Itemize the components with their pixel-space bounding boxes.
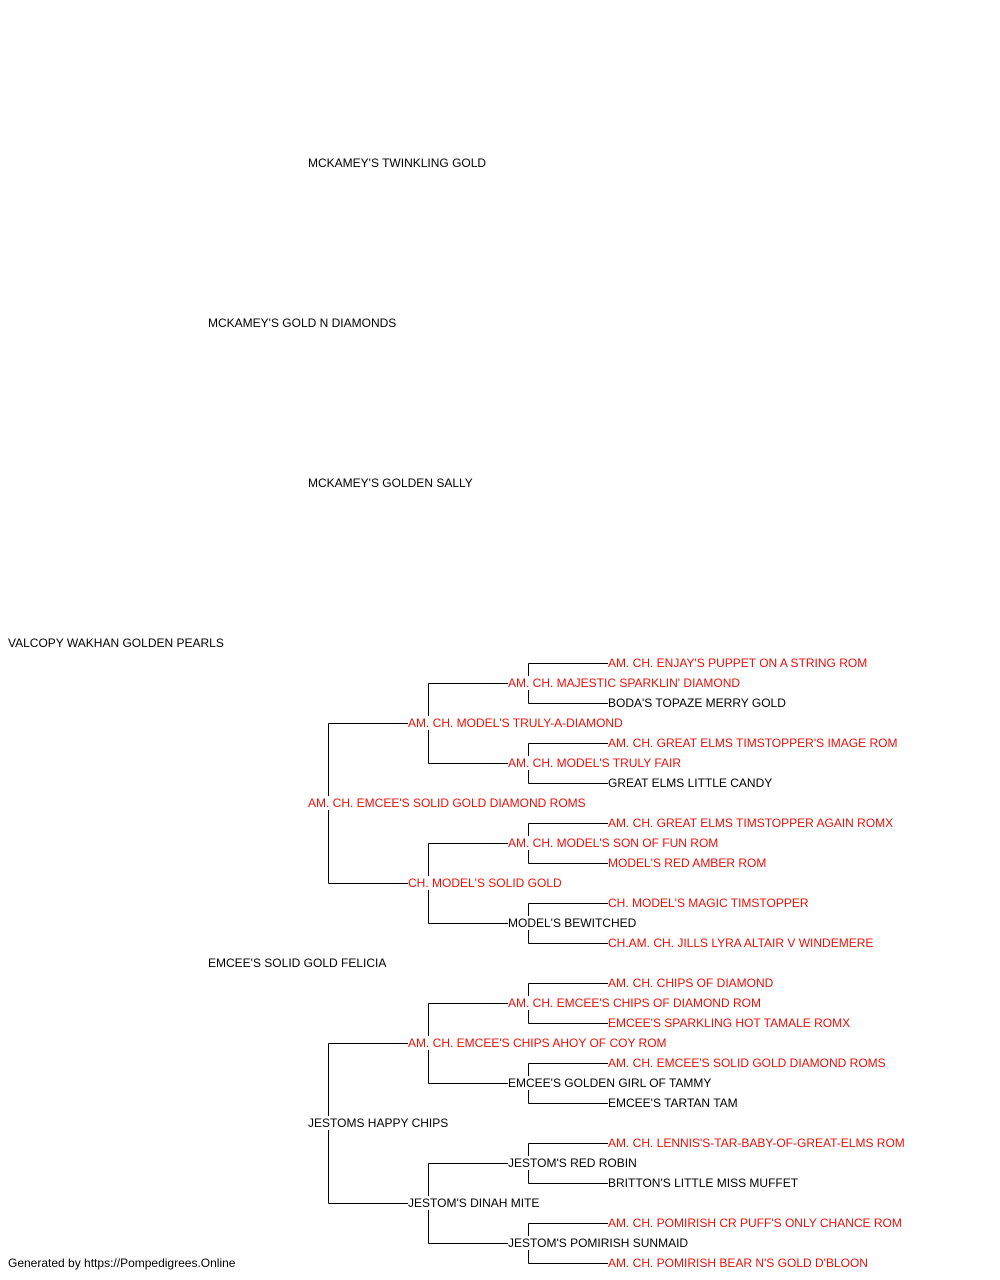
pedigree-entry-dsss: AM. CH. MAJESTIC SPARKLIN' DIAMOND bbox=[508, 676, 742, 690]
pedigree-entry-dddd: JESTOM'S POMIRISH SUNMAID bbox=[508, 1236, 690, 1250]
pedigree-entry-ddss: AM. CH. EMCEE'S CHIPS OF DIAMOND ROM bbox=[508, 996, 762, 1010]
pedigree-entry-dog: VALCOPY WAKHAN GOLDEN PEARLS bbox=[8, 636, 225, 650]
pedigree-entry-dam: EMCEE'S SOLID GOLD FELICIA bbox=[208, 956, 388, 970]
pedigree-entry-ddds: JESTOM'S RED ROBIN bbox=[508, 1156, 638, 1170]
pedigree-entry-dsdds: CH. MODEL'S MAGIC TIMSTOPPER bbox=[608, 896, 810, 910]
pedigree-entry-dssd: AM. CH. MODEL'S TRULY FAIR bbox=[508, 756, 682, 770]
pedigree-entry-dddds: AM. CH. POMIRISH CR PUFF'S ONLY CHANCE R… bbox=[608, 1216, 903, 1230]
pedigree-entry-sire: MCKAMEY'S GOLD N DIAMONDS bbox=[208, 316, 398, 330]
pedigree-entry-ss: MCKAMEY'S TWINKLING GOLD bbox=[308, 156, 488, 170]
pedigree-entry-dds: AM. CH. EMCEE'S CHIPS AHOY OF COY ROM bbox=[408, 1036, 668, 1050]
pedigree-entry-dss: AM. CH. MODEL'S TRULY-A-DIAMOND bbox=[408, 716, 624, 730]
pedigree-entry-ddssd: EMCEE'S SPARKLING HOT TAMALE ROMX bbox=[608, 1016, 852, 1030]
pedigree-entry-dsds: AM. CH. MODEL'S SON OF FUN ROM bbox=[508, 836, 720, 850]
pedigree-entry-sd: MCKAMEY'S GOLDEN SALLY bbox=[308, 476, 474, 490]
pedigree-entry-dd: JESTOMS HAPPY CHIPS bbox=[308, 1116, 450, 1130]
pedigree-entry-dssss: AM. CH. ENJAY'S PUPPET ON A STRING ROM bbox=[608, 656, 869, 670]
pedigree-entry-dsddd: CH.AM. CH. JILLS LYRA ALTAIR V WINDEMERE bbox=[608, 936, 875, 950]
pedigree-entry-dsdsd: MODEL'S RED AMBER ROM bbox=[608, 856, 768, 870]
pedigree-entry-ddddd: AM. CH. POMIRISH BEAR N'S GOLD D'BLOON bbox=[608, 1256, 869, 1270]
pedigree-entry-dddss: AM. CH. LENNIS'S-TAR-BABY-OF-GREAT-ELMS … bbox=[608, 1136, 906, 1150]
pedigree-entry-ddd: JESTOM'S DINAH MITE bbox=[408, 1196, 541, 1210]
pedigree-entry-ds: AM. CH. EMCEE'S SOLID GOLD DIAMOND ROMS bbox=[308, 796, 587, 810]
pedigree-entry-dsdss: AM. CH. GREAT ELMS TIMSTOPPER AGAIN ROMX bbox=[608, 816, 895, 830]
pedigree-entry-ddsds: AM. CH. EMCEE'S SOLID GOLD DIAMOND ROMS bbox=[608, 1056, 887, 1070]
pedigree-entry-dssds: AM. CH. GREAT ELMS TIMSTOPPER'S IMAGE RO… bbox=[608, 736, 899, 750]
generated-by-footer: Generated by https://Pompedigrees.Online bbox=[8, 1256, 236, 1270]
pedigree-entry-dsd: CH. MODEL'S SOLID GOLD bbox=[408, 876, 563, 890]
pedigree-entry-dddsd: BRITTON'S LITTLE MISS MUFFET bbox=[608, 1176, 800, 1190]
pedigree-entry-dsssd: BODA'S TOPAZE MERRY GOLD bbox=[608, 696, 787, 710]
pedigree-entry-ddsd: EMCEE'S GOLDEN GIRL OF TAMMY bbox=[508, 1076, 713, 1090]
pedigree-entry-dssdd: GREAT ELMS LITTLE CANDY bbox=[608, 776, 774, 790]
pedigree-entry-ddsdd: EMCEE'S TARTAN TAM bbox=[608, 1096, 739, 1110]
pedigree-entry-dsdd: MODEL'S BEWITCHED bbox=[508, 916, 638, 930]
pedigree-entry-ddsss: AM. CH. CHIPS OF DIAMOND bbox=[608, 976, 775, 990]
